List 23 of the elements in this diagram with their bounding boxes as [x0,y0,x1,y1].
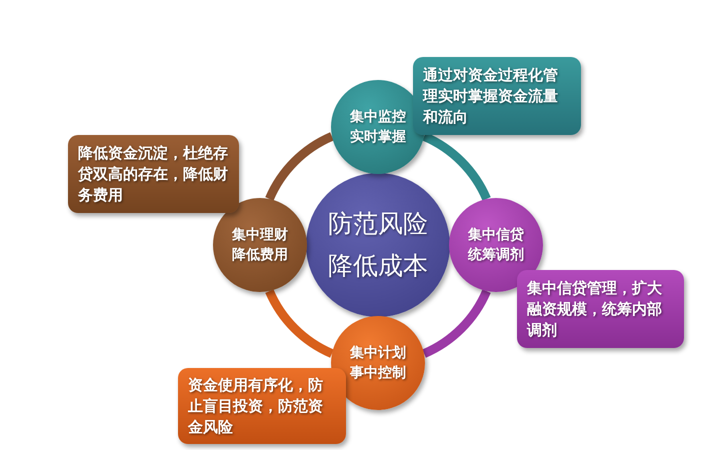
circle-label: 统筹调剂 [468,246,524,265]
callout-text: 集中信贷管理，扩大融资规模，统筹内部调剂 [527,278,663,340]
circle-label: 降低成本 [328,250,428,282]
callout-box [517,270,684,348]
callout-box [413,57,581,135]
ring-arc [422,132,491,201]
callout-text: 通过对资金过程化管理实时掌握资金流量和流向 [423,64,559,128]
ring-arc [422,289,491,358]
circle-label: 集中监控 [350,108,406,127]
callout-text: 资金使用有序化，防止盲目投资，防范资金风险 [188,374,324,438]
circle-label: 集中理财 [232,226,288,245]
circle-label: 集中信贷 [468,226,524,245]
ring-arc [265,289,334,358]
callout-text: 降低资金沉淀，杜绝存贷双高的存在，降低财务费用 [78,142,229,206]
ring-arc [265,132,334,201]
circle-label: 集中计划 [350,344,406,363]
circle-label: 降低费用 [232,246,288,265]
circle-label: 防范风险 [328,208,428,240]
callout-box [178,368,346,444]
callout-box [68,135,239,213]
topic-circle [331,316,425,410]
circle-label: 事中控制 [350,364,406,383]
circle-label: 实时掌握 [350,128,406,147]
